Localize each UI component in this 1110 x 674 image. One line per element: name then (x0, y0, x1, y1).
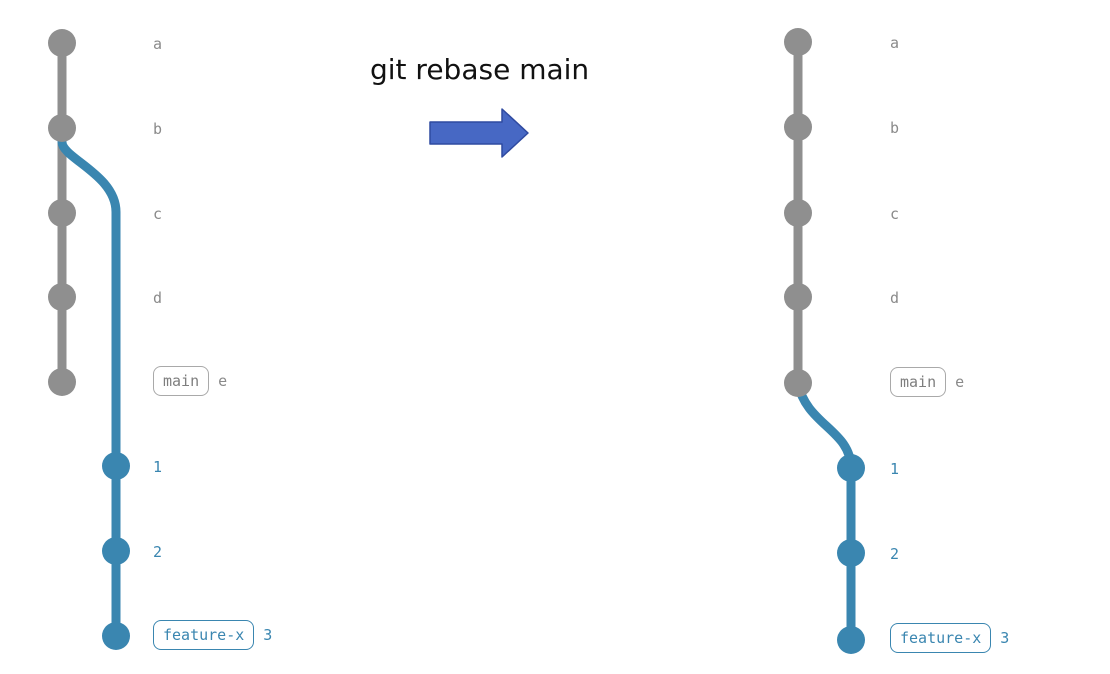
after-commit-label-a: a (890, 34, 900, 52)
before-feature-branch-tag: feature-x 3 (153, 620, 272, 650)
before-commit-a-node (48, 29, 76, 57)
after-commit-label-2: 2 (890, 545, 900, 563)
after-commit-label-1: 1 (890, 460, 900, 478)
after-commit-d-node (784, 283, 812, 311)
after-commit-1-node (837, 454, 865, 482)
before-feature-branch-name: feature-x (153, 620, 255, 650)
before-commit-label-c: c (153, 205, 163, 223)
before-commit-c-node (48, 199, 76, 227)
before-commit-label-2: 2 (153, 543, 163, 561)
before-main-branch-tag: main e (153, 366, 227, 396)
after-feature-branch-name: feature-x (890, 623, 992, 653)
after-commit-e-node (784, 369, 812, 397)
after-commit-label-c: c (890, 205, 900, 223)
before-commit-label-a: a (153, 35, 163, 53)
before-commit-label-b: b (153, 120, 163, 138)
before-commit-3-node (102, 622, 130, 650)
after-commit-label-b: b (890, 119, 900, 137)
before-commit-d-node (48, 283, 76, 311)
after-feature-edge (793, 378, 856, 645)
after-commit-2-node (837, 539, 865, 567)
before-commit-1-node (102, 452, 130, 480)
after-commit-3-node (837, 626, 865, 654)
before-commit-e-node (48, 368, 76, 396)
after-main-branch-tag: main e (890, 367, 964, 397)
before-commit-label-3: 3 (263, 626, 273, 644)
after-commit-b-node (784, 113, 812, 141)
before-commit-2-node (102, 537, 130, 565)
after-commit-label-3: 3 (1000, 629, 1010, 647)
rebase-command-title: git rebase main (370, 53, 590, 86)
after-commit-a-node (784, 28, 812, 56)
before-commit-label-1: 1 (153, 458, 163, 476)
before-feature-edge (57, 137, 121, 641)
after-main-branch-name: main (890, 367, 947, 397)
after-commit-label-d: d (890, 289, 900, 307)
before-commit-b-node (48, 114, 76, 142)
before-main-branch-name: main (153, 366, 210, 396)
right-arrow-icon (429, 108, 529, 158)
after-commit-label-e: e (955, 373, 965, 391)
after-feature-branch-tag: feature-x 3 (890, 623, 1009, 653)
before-commit-label-d: d (153, 289, 163, 307)
before-commit-label-e: e (218, 372, 228, 390)
after-commit-c-node (784, 199, 812, 227)
